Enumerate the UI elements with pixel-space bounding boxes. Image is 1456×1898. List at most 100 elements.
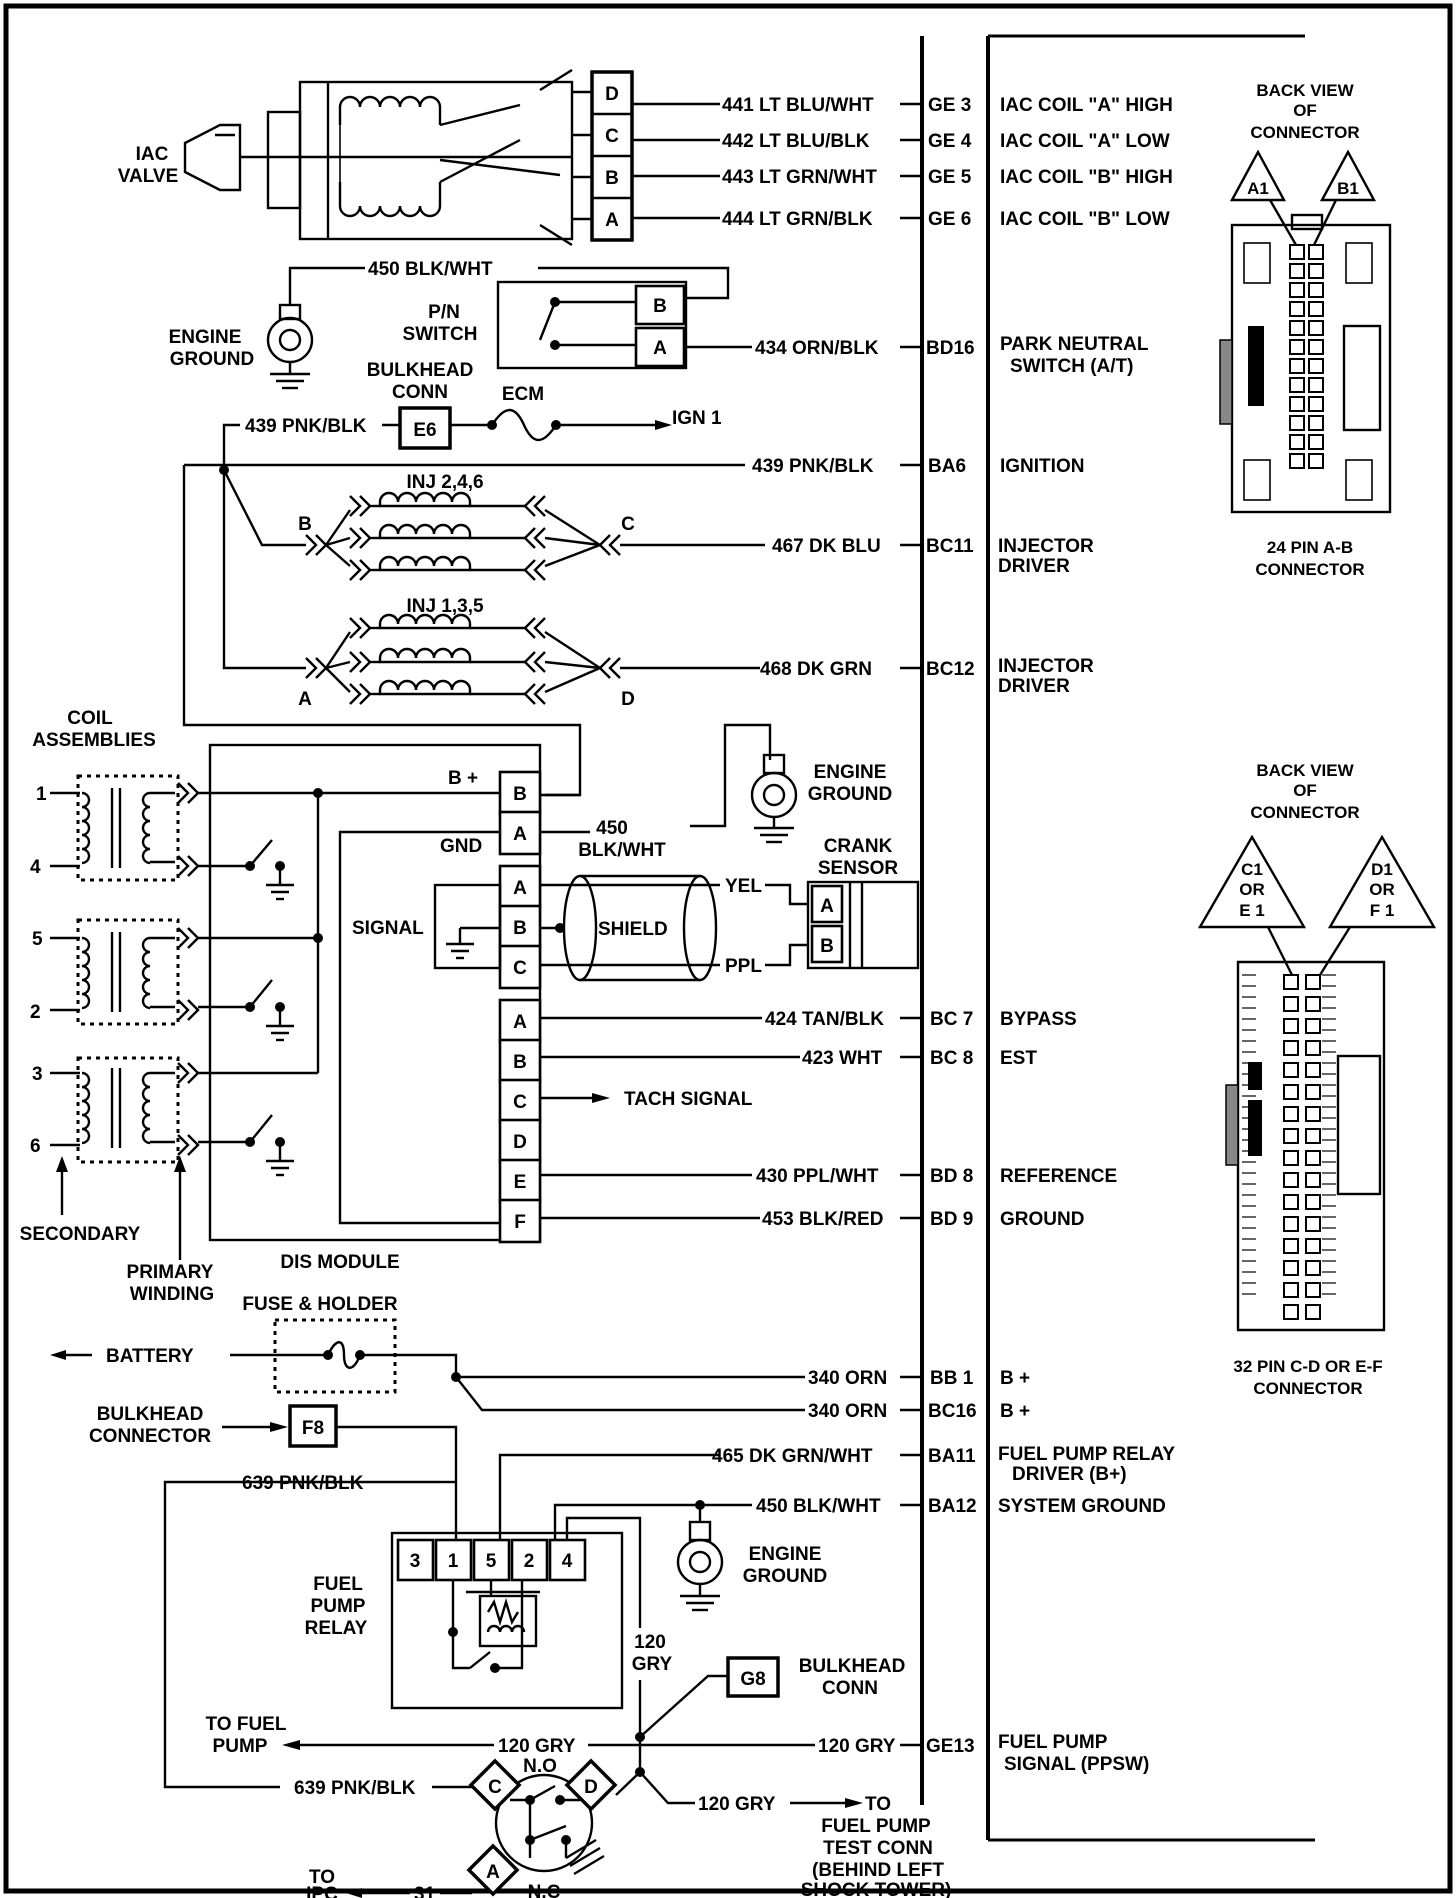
fp-bulkhead-1: BULKHEAD — [97, 1404, 204, 1425]
conn24-title-2: OF — [1293, 101, 1317, 120]
conn32-pin-cavity — [1283, 1040, 1299, 1056]
conn32-pin-cavity — [1305, 1260, 1321, 1276]
fp-cavity-ba12: BA12 — [928, 1496, 977, 1517]
conn32-pin-cavity — [1283, 1216, 1299, 1232]
dis-lower-pin-c: C — [513, 1092, 527, 1113]
inj135-wire: 468 DK GRN — [760, 659, 872, 680]
pn-ground-label-1: ENGINE — [169, 327, 242, 348]
iac-cavity-ge4: GE 4 — [928, 131, 972, 152]
conn32-c1-2: OR — [1239, 880, 1265, 899]
inj246-left-label: B — [298, 514, 312, 535]
power-function-1: B + — [1000, 1368, 1030, 1389]
pn-cavity-bd16: BD16 — [926, 338, 975, 359]
opsw-nc-label: N.C — [528, 1882, 561, 1898]
power-cavity-bb1: BB 1 — [930, 1368, 974, 1389]
injector-135-section: INJ 1,3,5 A D — [222, 470, 1094, 710]
opsw-no-label: N.O — [523, 1756, 557, 1777]
ign-function: IGNITION — [1000, 456, 1084, 477]
inj246-wire: 467 DK BLU — [772, 536, 881, 557]
conn24-pin-cavity — [1308, 263, 1324, 279]
opsw-pin-c: C — [488, 1777, 502, 1798]
conn32-pin-cavity — [1305, 974, 1321, 990]
conn24-pin-cavity — [1308, 396, 1324, 412]
fp-cavity-ba11: BA11 — [928, 1446, 976, 1467]
ign-conn-e6: E6 — [413, 420, 436, 441]
iac-wire-444: 444 LT GRN/BLK — [722, 209, 873, 230]
relay-pin-2: 2 — [524, 1551, 535, 1572]
conn24-pin-cavity — [1308, 415, 1324, 431]
connector-24pin-view: BACK VIEW OF CONNECTOR A1 B1 24 PIN A-B … — [1219, 81, 1392, 579]
inj246-title: INJ 2,4,6 — [406, 472, 483, 493]
fp-ground-label-2: GROUND — [743, 1566, 827, 1587]
fp-g8-label-2: CONN — [822, 1678, 878, 1699]
conn32-pin-cavity — [1283, 1018, 1299, 1034]
crank-sensor-label-2: SENSOR — [818, 858, 899, 879]
ign-wire-in: 439 PNK/BLK — [245, 416, 367, 437]
inj246-function-1: INJECTOR — [998, 536, 1094, 557]
fp-to-ipc-2: IPC — [306, 1884, 338, 1898]
iac-function-2: IAC COIL "A" LOW — [1000, 131, 1170, 152]
inj135-cavity: BC12 — [926, 659, 975, 680]
dis-function-bypass: BYPASS — [1000, 1009, 1077, 1030]
conn24-pin-cavity — [1289, 377, 1305, 393]
coil-num-6: 6 — [30, 1136, 41, 1157]
inj246-coil-3 — [349, 555, 546, 581]
dis-label: DIS MODULE — [280, 1252, 399, 1273]
iac-cavity-ge5: GE 5 — [928, 167, 972, 188]
dis-signal-label: SIGNAL — [352, 918, 424, 939]
conn24-b1: B1 — [1337, 179, 1359, 198]
fp-to-test-5: SHOCK TOWER) — [801, 1880, 952, 1898]
conn24-pin-cavity — [1289, 320, 1305, 336]
dis-ppl-label: PPL — [725, 956, 762, 977]
fp-cavity-ge13: GE13 — [926, 1736, 975, 1757]
fp-wire-120b: 120 GRY — [818, 1736, 896, 1757]
conn24-pin-cavity — [1289, 339, 1305, 355]
conn32-pin-cavity — [1283, 996, 1299, 1012]
pn-function-1: PARK NEUTRAL — [1000, 334, 1149, 355]
conn32-pin-cavity — [1305, 1216, 1321, 1232]
ign-fuse-ecm: ECM — [502, 384, 544, 405]
inj135-coil-3 — [349, 679, 546, 705]
conn32-title-1: BACK VIEW — [1256, 761, 1354, 780]
conn24-title-3: CONNECTOR — [1250, 123, 1359, 142]
fp-wire-450: 450 BLK/WHT — [756, 1496, 881, 1517]
dis-yel-label: YEL — [725, 876, 762, 897]
fp-to-test-2: FUEL PUMP — [821, 1816, 931, 1837]
pn-pin-a: A — [653, 338, 667, 359]
iac-wire-443: 443 LT GRN/WHT — [722, 167, 877, 188]
fuel-pump-section: BULKHEAD CONNECTOR F8 639 PNK/BLK 3 1 5 … — [89, 1404, 1175, 1898]
ign-wire-439: 439 PNK/BLK — [752, 456, 874, 477]
dis-lower-pin-d: D — [513, 1132, 527, 1153]
conn24-pin-cavity — [1308, 320, 1324, 336]
conn24-caption-2: CONNECTOR — [1255, 560, 1364, 579]
crank-sensor-label-1: CRANK — [824, 836, 893, 857]
iac-function-1: IAC COIL "A" HIGH — [1000, 95, 1173, 116]
coil-pair-3-6 — [50, 1056, 200, 1164]
fp-relay-label-2: PUMP — [311, 1596, 366, 1617]
power-function-2: B + — [1000, 1401, 1030, 1422]
conn32-c1-1: C1 — [1241, 860, 1263, 879]
dis-lower-pin-a: A — [513, 1012, 527, 1033]
dis-wire-424: 424 TAN/BLK — [765, 1009, 884, 1030]
fp-wire-120-1: 120 — [634, 1632, 666, 1653]
dis-cavity-bd8: BD 8 — [930, 1166, 973, 1187]
fp-wire-465: 465 DK GRN/WHT — [712, 1446, 873, 1467]
conn32-pin-cavity — [1305, 1238, 1321, 1254]
pn-ground-label-2: GROUND — [170, 349, 254, 370]
dis-function-reference: REFERENCE — [1000, 1166, 1117, 1187]
fp-function-465-2: DRIVER (B+) — [1012, 1464, 1127, 1485]
conn24-pin-cavity — [1289, 396, 1305, 412]
conn32-title-2: OF — [1293, 781, 1317, 800]
inj135-coil-2 — [349, 647, 546, 673]
dis-cavity-bc8: BC 8 — [930, 1048, 973, 1069]
conn32-pin-cavity — [1305, 1084, 1321, 1100]
fp-relay-label-3: RELAY — [305, 1618, 368, 1639]
conn32-d1-2: OR — [1369, 880, 1395, 899]
dis-lower-pin-e: E — [514, 1172, 527, 1193]
pn-wire-434: 434 ORN/BLK — [755, 338, 879, 359]
conn32-d1-3: F 1 — [1370, 901, 1395, 920]
dis-wire-423: 423 WHT — [802, 1048, 883, 1069]
fp-relay-label-1: FUEL — [313, 1574, 363, 1595]
pn-switch-section: 450 BLK/WHT ENGINE GROUND P/N SWITCH B A… — [169, 259, 1149, 390]
